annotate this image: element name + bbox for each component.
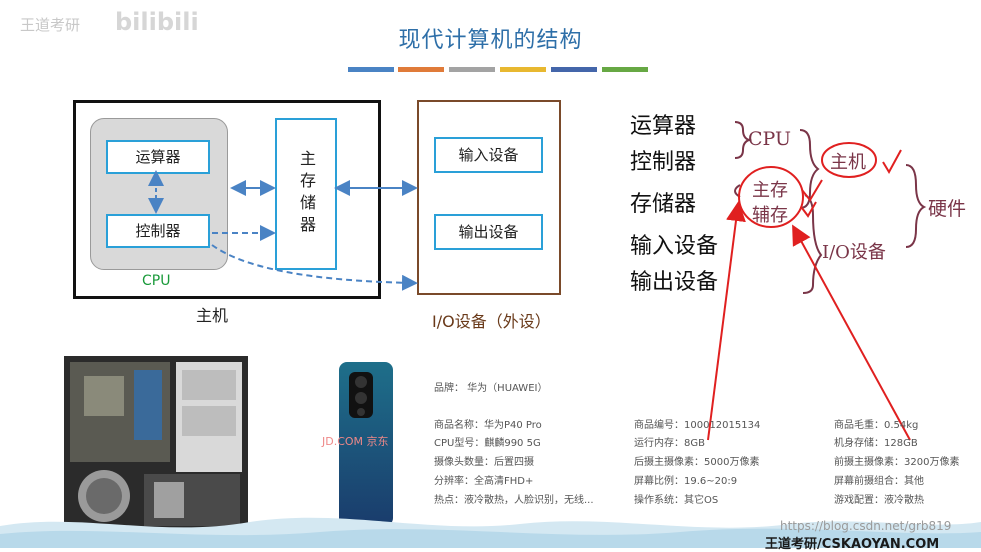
note-io: I/O设备 (822, 238, 886, 264)
footer-brand: 王道考研/CSKAOYAN.COM (765, 533, 939, 552)
spec-cell: 机身存储：128GB (834, 434, 918, 449)
spec-cell: 运行内存：8GB (634, 434, 705, 449)
control-io-arrow (212, 245, 414, 283)
spec-cell: 前摄主摄像素：3200万像素 (834, 453, 959, 468)
spec-cell: 摄像头数量：后置四摄 (434, 453, 534, 468)
jd-watermark: JD.COM 京东 (322, 433, 389, 449)
spec-cell: 分辨率：全高清FHD+ (434, 472, 533, 487)
spec-cell: 屏幕前摄组合：其他 (834, 472, 924, 487)
note-aux-mem: 辅存 (752, 201, 788, 227)
spec-cell: 商品毛重：0.54kg (834, 416, 918, 431)
spec-cell: 商品名称：华为P40 Pro (434, 416, 542, 431)
note-storage: 存储器 (630, 186, 696, 218)
spec-brand: 品牌： 华为（HUAWEI） (434, 379, 547, 394)
note-output: 输出设备 (630, 264, 718, 296)
spec-cell: 后摄主摄像素：5000万像素 (634, 453, 759, 468)
spec-cell: 屏幕比例：19.6~20:9 (634, 472, 737, 487)
note-control: 控制器 (630, 144, 696, 176)
note-alu: 运算器 (630, 108, 696, 140)
note-cpu: CPU (748, 128, 791, 150)
note-main-mem: 主存 (752, 176, 788, 202)
spec-cell: 商品编号：100012015134 (634, 416, 760, 431)
note-host: 主机 (830, 148, 866, 174)
blog-url[interactable]: https://blog.csdn.net/grb819 (780, 519, 951, 533)
spec-cell: CPU型号：麒麟990 5G (434, 434, 541, 449)
note-hardware: 硬件 (928, 194, 966, 221)
note-input: 输入设备 (630, 228, 718, 260)
